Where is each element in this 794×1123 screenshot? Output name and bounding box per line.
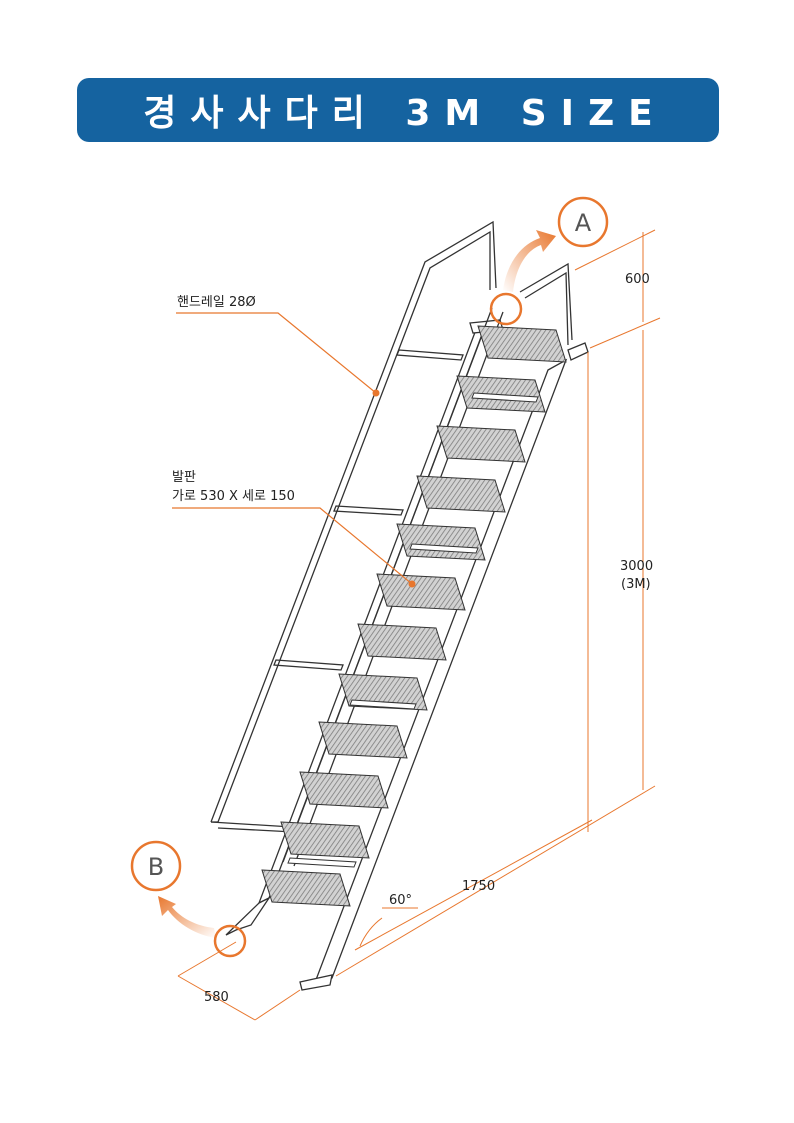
height-label: 3000 (620, 559, 653, 574)
step (299, 771, 389, 809)
step (396, 523, 486, 561)
left-rail-crossbar (333, 505, 404, 516)
step-leader (172, 507, 413, 585)
angle-label: 60° (389, 893, 412, 908)
step (280, 821, 370, 859)
run-length-label: 1750 (462, 879, 495, 894)
left-stringer (257, 320, 489, 905)
left-rail-crossbar (273, 659, 344, 671)
callout-a-circle (557, 196, 609, 248)
dimension-lines (177, 229, 661, 1021)
step (436, 425, 526, 463)
callout-b-circle (130, 840, 182, 892)
dim-1750 (354, 819, 593, 951)
step (416, 475, 506, 513)
left-handrail-bottom-link (210, 821, 293, 828)
step (477, 325, 567, 363)
right-handrail (519, 262, 573, 346)
handrail-leader-dot (372, 389, 380, 397)
angle-arc (359, 917, 383, 947)
step (318, 721, 408, 759)
handrail-leader (176, 312, 377, 394)
left-handrail (210, 220, 497, 833)
left-rail-crossbar (396, 349, 464, 361)
top-cap-right (567, 342, 589, 361)
front-stringer-foot (299, 974, 333, 991)
dim-580 (177, 975, 256, 1021)
steps (261, 325, 567, 907)
left-stringer-foot (225, 896, 271, 936)
arrow-b-icon (158, 896, 216, 938)
top-rail-height-label: 600 (625, 272, 650, 287)
stringers (225, 307, 589, 991)
height-meters-label: (3M) (621, 577, 651, 592)
step (456, 375, 546, 413)
width-label: 580 (204, 990, 229, 1005)
step (261, 869, 351, 907)
step-leader-dot (408, 580, 416, 588)
callout-a-label: A (575, 209, 592, 237)
leaders (172, 312, 413, 585)
step-label-line1: 발판 (172, 470, 196, 485)
step (357, 623, 447, 661)
step (376, 573, 466, 611)
arrow-a-icon (503, 230, 556, 292)
detail-b-ring (213, 924, 247, 958)
left-handrail-outer (210, 220, 497, 823)
left-handrail-inner (217, 230, 491, 823)
page-title: 경사사다리 3M SIZE (143, 93, 667, 134)
step-label-line2: 가로 530 X 세로 150 (172, 489, 295, 504)
detail-a-ring (489, 292, 523, 326)
title-banner: 경사사다리 3M SIZE (77, 78, 719, 142)
cross-braces (287, 392, 539, 868)
handrail-label: 핸드레일 28Ø (177, 294, 256, 310)
callout-b-label: B (148, 853, 164, 881)
